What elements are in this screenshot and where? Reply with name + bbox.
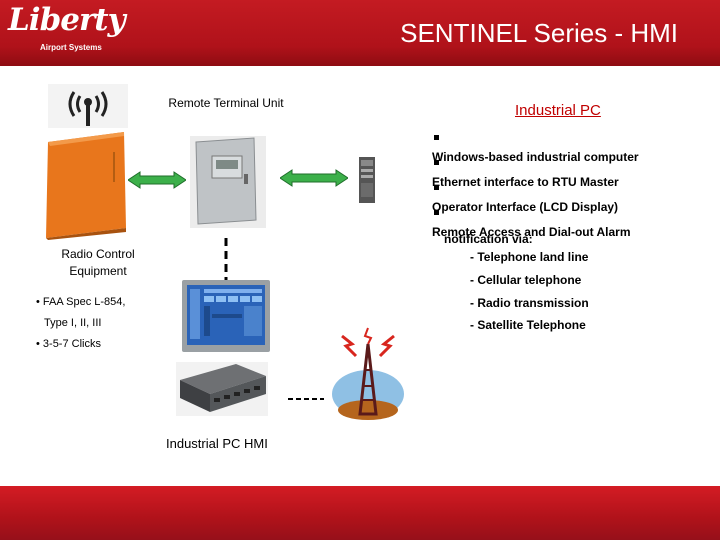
radio-control-label: Radio Control Equipment	[61, 247, 135, 278]
list-item: Operator Interface (LCD Display)	[432, 180, 618, 216]
clicks-line: • 3-5-7 Clicks	[36, 338, 101, 350]
bullet-square-icon	[434, 160, 439, 166]
industrial-pc-hmi-label: Industrial PC HMI	[166, 436, 268, 451]
hmi-touchscreen-image	[182, 280, 270, 352]
dashed-connector-horizontal	[288, 388, 324, 400]
notification-item: - Satellite Telephone	[470, 318, 586, 332]
arrow-radio-to-rtu	[127, 170, 187, 190]
notification-item: - Radio transmission	[470, 296, 589, 310]
arrow-rtu-to-pc	[279, 168, 349, 188]
rtu-label: Remote Terminal Unit	[168, 96, 284, 110]
transmission-tower-icon	[330, 326, 406, 420]
faa-spec-line: • FAA Spec L-854,	[36, 296, 126, 308]
list-item: Ethernet interface to RTU Master	[432, 155, 619, 191]
notification-title: notification via:	[444, 232, 533, 246]
bullet-square-icon	[434, 185, 439, 191]
brand-logo: Liberty	[8, 2, 126, 38]
header-bar	[0, 0, 720, 66]
list-item: Remote Access and Dial-out Alarm	[432, 205, 631, 241]
rtu-cabinet-image	[190, 136, 266, 228]
footer-bar	[0, 486, 720, 540]
radio-control-equipment-image	[40, 132, 130, 240]
dashed-connector-vertical	[224, 238, 228, 280]
radio-antenna-icon	[48, 84, 128, 128]
brand-logo-subtitle: Airport Systems	[40, 43, 102, 52]
bullet-square-icon	[434, 135, 439, 141]
slide-title: SENTINEL Series - HMI	[400, 18, 678, 48]
industrial-pc-device-image	[358, 157, 376, 203]
industrial-pc-title: Industrial PC	[515, 102, 601, 119]
list-item: Windows-based industrial computer	[432, 130, 639, 166]
bullet-square-icon	[434, 210, 439, 216]
notification-item: - Telephone land line	[470, 250, 589, 264]
notification-item: - Cellular telephone	[470, 273, 582, 287]
industrial-pc-hmi-image	[176, 362, 268, 416]
faa-type-line: Type I, II, III	[44, 317, 102, 329]
